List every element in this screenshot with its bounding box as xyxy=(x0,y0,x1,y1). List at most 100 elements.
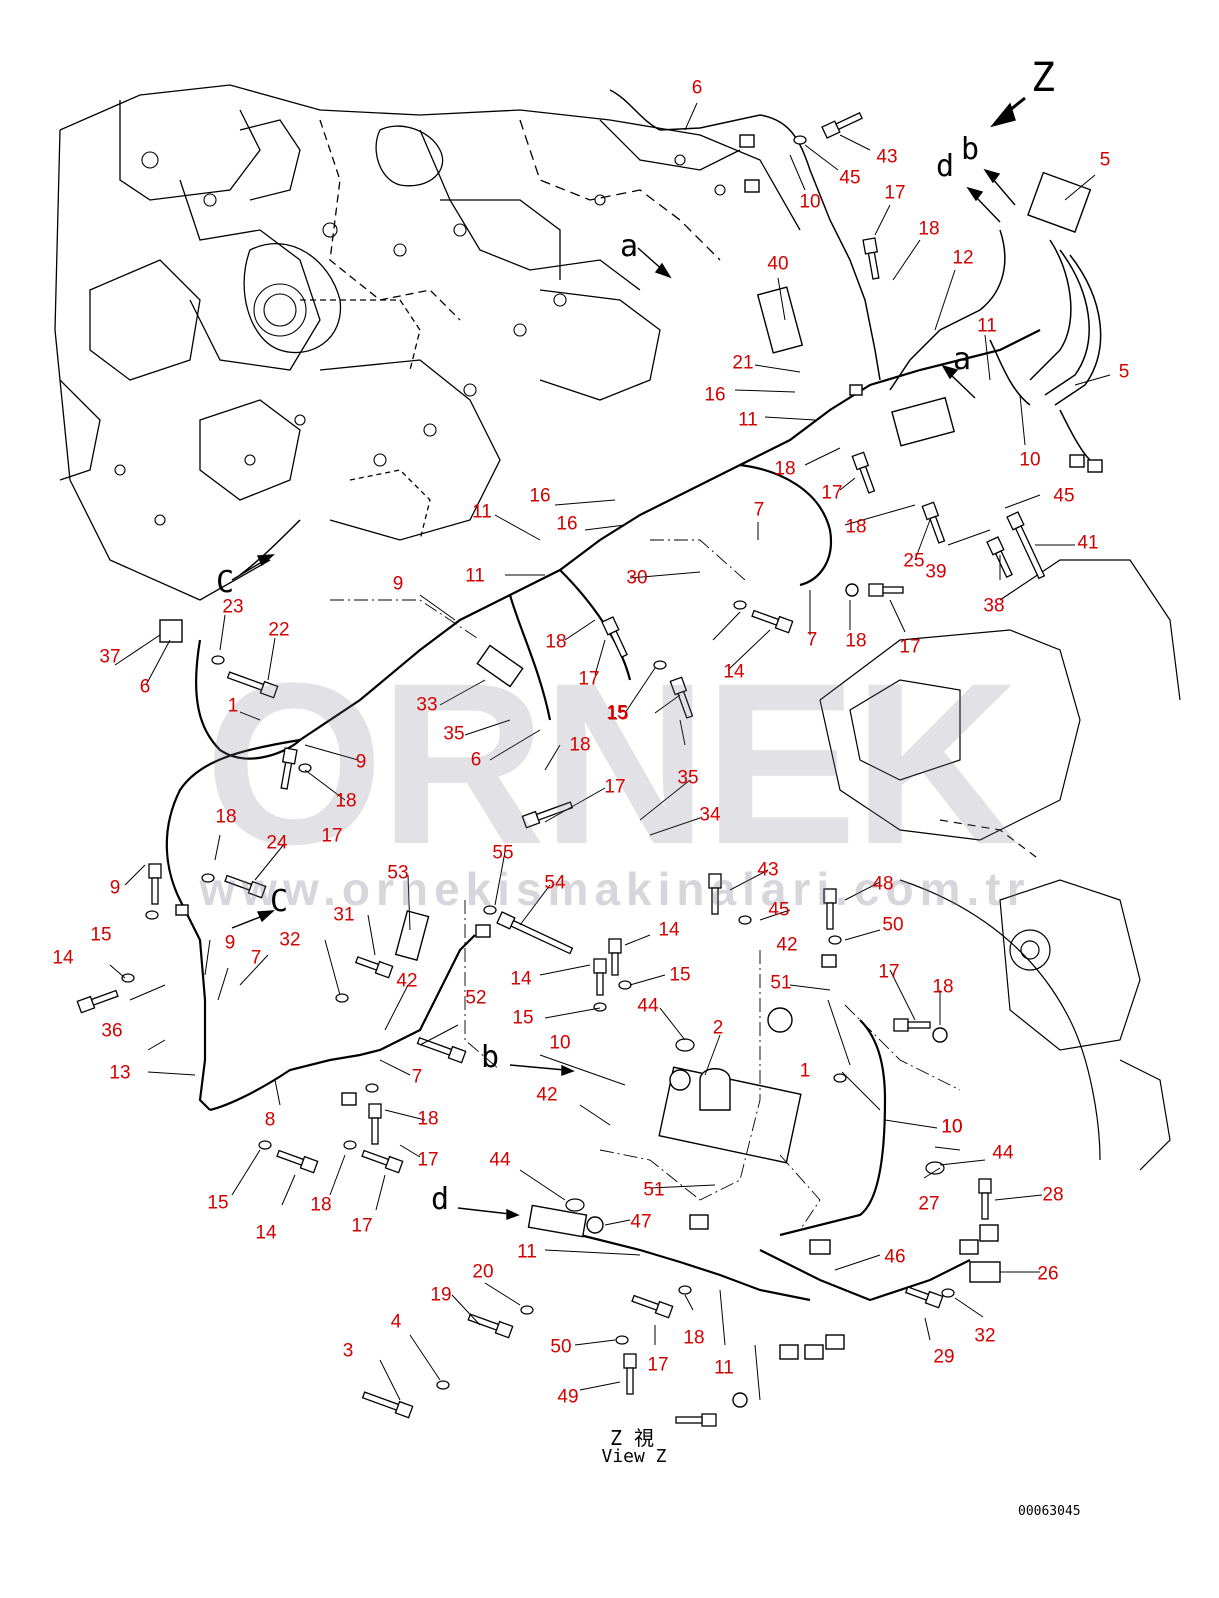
part-callout: 17 xyxy=(417,1149,439,1171)
part-callout: 11 xyxy=(738,409,758,431)
part-callout: 17 xyxy=(351,1215,373,1237)
part-callout: 18 xyxy=(417,1108,439,1130)
part-callout: 46 xyxy=(884,1246,906,1268)
part-callout: 17 xyxy=(578,668,600,690)
view-reference-letter: a xyxy=(952,342,972,377)
part-callout: 11 xyxy=(472,501,492,523)
part-callout: 17 xyxy=(821,482,843,504)
watermark-logo: ORNEK xyxy=(204,634,1020,892)
view-caption-japanese: Z 視 xyxy=(609,1426,655,1450)
component-shapes xyxy=(159,134,1103,1408)
part-callout: 10 xyxy=(1019,449,1041,471)
part-callout: 17 xyxy=(878,961,900,983)
part-callout: 15 xyxy=(207,1192,229,1214)
part-callout: 36 xyxy=(101,1020,123,1042)
part-callout: 17 xyxy=(321,825,343,847)
part-callout: 42 xyxy=(776,934,798,956)
part-callout: 17 xyxy=(604,776,626,798)
part-callout: 51 xyxy=(643,1179,665,1201)
part-callout: 40 xyxy=(767,253,789,275)
leader-lines xyxy=(109,102,1111,1401)
part-callout: 39 xyxy=(925,561,947,583)
wire-harness-main xyxy=(165,329,1041,1302)
part-callout: 18 xyxy=(683,1327,705,1349)
part-callout: 14 xyxy=(255,1222,277,1244)
part-callout: 18 xyxy=(774,458,796,480)
part-callout: 7 xyxy=(411,1066,423,1088)
part-callout: 42 xyxy=(396,970,418,992)
part-callout: 13 xyxy=(109,1062,131,1084)
part-callout: 7 xyxy=(806,629,818,651)
part-callout: 18 xyxy=(310,1194,332,1216)
part-callout: 11 xyxy=(714,1357,734,1379)
part-callout: 17 xyxy=(899,636,921,658)
part-callout: 51 xyxy=(770,972,792,994)
part-callout: 29 xyxy=(933,1346,955,1368)
part-callout: 43 xyxy=(757,859,779,881)
part-callout: 33 xyxy=(416,694,438,716)
part-callout: 15 xyxy=(606,702,628,724)
part-callout: 11 xyxy=(517,1241,537,1263)
part-callout: 4 xyxy=(390,1311,402,1333)
part-callout: 18 xyxy=(918,218,940,240)
part-callout: 17 xyxy=(647,1354,669,1376)
part-callout: 35 xyxy=(443,723,465,745)
part-callout: 16 xyxy=(556,513,578,535)
view-reference-letter: b xyxy=(960,132,980,167)
part-callout: 18 xyxy=(932,976,954,998)
engine-block-outline xyxy=(54,84,801,601)
part-callout: 15 xyxy=(607,703,629,725)
part-callout: 3 xyxy=(342,1340,354,1362)
view-reference-letter: d xyxy=(935,149,955,184)
part-callout: 42 xyxy=(536,1084,558,1106)
part-callout: 5 xyxy=(1099,149,1111,171)
part-callout: 45 xyxy=(768,899,790,921)
part-callout: 9 xyxy=(224,932,236,954)
part-callout: 50 xyxy=(550,1336,572,1358)
part-callout: 17 xyxy=(884,182,906,204)
part-callout: 14 xyxy=(658,919,680,941)
part-callout: 15 xyxy=(512,1007,534,1029)
part-callout: 50 xyxy=(882,914,904,936)
part-callout: 30 xyxy=(626,567,648,589)
part-callout: 35 xyxy=(677,767,699,789)
part-callout: 32 xyxy=(974,1325,996,1347)
view-reference-letter: Z xyxy=(1030,55,1056,101)
part-callout: 16 xyxy=(704,384,726,406)
part-callout: 10 xyxy=(799,191,821,213)
part-callout: 43 xyxy=(876,146,898,168)
part-callout: 6 xyxy=(139,676,151,698)
part-callout: 20 xyxy=(472,1261,494,1283)
part-callout: 1 xyxy=(227,695,239,717)
drawing-number: 00063045 xyxy=(1018,1504,1081,1519)
part-callout: 15 xyxy=(669,964,691,986)
part-callout: 6 xyxy=(691,77,703,99)
part-callout: 10 xyxy=(941,1116,963,1138)
part-callout: 5 xyxy=(1118,361,1130,383)
part-callout: 41 xyxy=(1077,532,1099,554)
part-callout: 9 xyxy=(392,573,404,595)
part-callout: 25 xyxy=(903,550,925,572)
part-callout: 53 xyxy=(387,862,409,884)
part-callout: 44 xyxy=(637,995,659,1017)
washers xyxy=(121,135,955,1390)
part-callout: 23 xyxy=(222,596,244,618)
part-callout: 44 xyxy=(992,1142,1014,1164)
part-callout: 52 xyxy=(465,987,487,1009)
part-callout: 14 xyxy=(723,661,745,683)
part-callout: 45 xyxy=(1053,485,1075,507)
part-callout: 18 xyxy=(215,806,237,828)
part-callout: 18 xyxy=(569,734,591,756)
part-callout: 27 xyxy=(918,1193,940,1215)
part-callout: 49 xyxy=(557,1386,579,1408)
part-callout: 9 xyxy=(355,751,367,773)
part-callout: 9 xyxy=(109,877,121,899)
part-callout: 34 xyxy=(699,804,721,826)
part-callout: 6 xyxy=(470,749,482,771)
part-callout: 15 xyxy=(90,924,112,946)
part-callout: 47 xyxy=(630,1211,652,1233)
part-callout: 19 xyxy=(430,1284,452,1306)
part-callout: 18 xyxy=(545,631,567,653)
view-caption-english: View Z xyxy=(601,1446,667,1467)
